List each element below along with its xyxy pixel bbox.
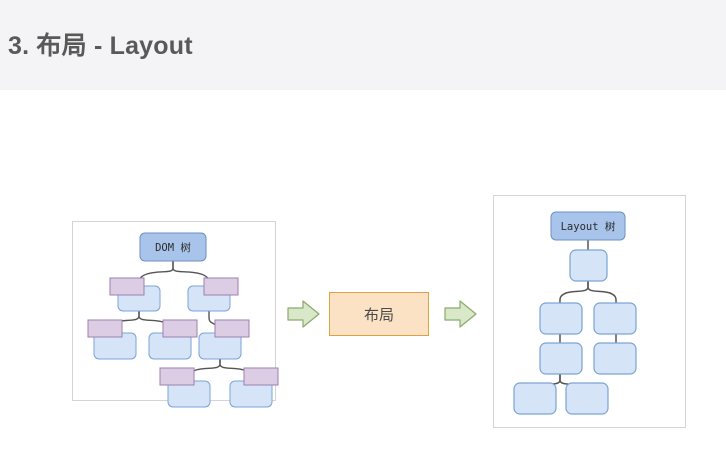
- arrow-right-icon: [287, 300, 320, 328]
- dom-overlay-box: [162, 319, 198, 338]
- dom-node: [198, 319, 250, 360]
- process-box-label: 布局: [363, 306, 394, 324]
- dom-node: [109, 277, 161, 312]
- layout-node: [593, 342, 637, 375]
- dom-overlay-box: [87, 319, 123, 338]
- arrow-right-icon: [444, 300, 477, 328]
- layout-node: [565, 382, 609, 415]
- dom-node: [229, 367, 279, 408]
- dom-node: [187, 277, 239, 312]
- dom-overlay-box: [214, 319, 250, 338]
- dom-node: [159, 367, 211, 408]
- dom-overlay-box: [159, 367, 195, 386]
- slide-header-band: [0, 0, 726, 90]
- dom-node: [148, 319, 198, 360]
- process-box: 布局: [329, 292, 429, 336]
- dom-overlay-box: [109, 277, 145, 296]
- dom-node: [87, 319, 137, 360]
- layout-node: [539, 342, 583, 375]
- layout-node: [539, 302, 583, 335]
- layout-root-label: Layout 树: [561, 220, 616, 233]
- layout-node-root: Layout 树: [550, 211, 626, 241]
- dom-overlay-box: [243, 367, 279, 386]
- arrow-left: [287, 298, 320, 330]
- page-title: 3. 布局 - Layout: [8, 32, 193, 60]
- dom-node-root: DOM 树: [139, 232, 207, 262]
- dom-overlay-box: [203, 277, 239, 296]
- layout-node: [593, 302, 637, 335]
- layout-node: [513, 382, 557, 415]
- arrow-right: [444, 298, 477, 330]
- dom-root-label: DOM 树: [155, 241, 191, 254]
- layout-node: [569, 249, 608, 282]
